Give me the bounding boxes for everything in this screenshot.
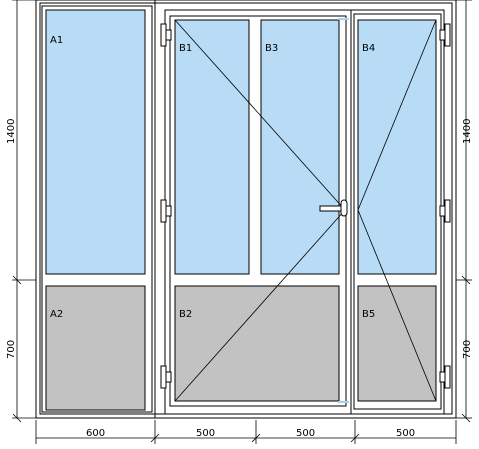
pane-a2 (45, 285, 146, 411)
pane-label-b4: B4 (362, 43, 375, 54)
dimension-label-width-4: 500 (396, 428, 415, 439)
hinge-icon (444, 23, 451, 47)
hinge-icon (444, 199, 451, 223)
pane-b4 (357, 19, 437, 275)
pane-b2 (174, 285, 340, 402)
hinge-icon (165, 29, 172, 41)
hinge-icon (439, 29, 446, 41)
door-handle-icon (319, 205, 345, 212)
pane-a1 (45, 9, 146, 275)
pane-b5 (357, 285, 437, 402)
dimension-slash (251, 433, 261, 443)
dimension-slash (150, 433, 160, 443)
hinge-icon (444, 365, 451, 389)
opening-line (357, 209, 437, 402)
pane-label-b5: B5 (362, 309, 375, 320)
door-handle-base-icon (340, 199, 348, 217)
pane-label-a1: A1 (50, 35, 63, 46)
pane-label-b1: B1 (179, 43, 192, 54)
pane-label-a2: A2 (50, 309, 63, 320)
hinge-icon (165, 205, 172, 217)
pane-label-b3: B3 (265, 43, 278, 54)
pane-b3 (260, 19, 340, 275)
dimension-slash (461, 413, 471, 423)
hinge-icon (160, 23, 167, 47)
pane-label-b2: B2 (179, 309, 192, 320)
hinge-icon (439, 205, 446, 217)
opening-line (357, 19, 437, 211)
dimension-slash (12, 275, 22, 285)
opening-line (174, 19, 346, 211)
hinge-icon (165, 371, 172, 383)
hinge-icon (160, 365, 167, 389)
hinge-icon (160, 199, 167, 223)
dimension-label-height-top-left: 1400 (6, 119, 17, 144)
dimension-slash (350, 433, 360, 443)
pane-b1 (174, 19, 250, 275)
dimension-slash (461, 275, 471, 285)
dimension-label-height-bottom-left: 700 (6, 340, 17, 359)
dimension-label-width-2: 500 (196, 428, 215, 439)
dimension-slash (12, 413, 22, 423)
dimension-label-height-top-right: 1400 (462, 119, 473, 144)
dimension-label-height-bottom-right: 700 (462, 340, 473, 359)
dimension-label-width-3: 500 (296, 428, 315, 439)
opening-line (174, 209, 346, 402)
hinge-icon (439, 371, 446, 383)
dimension-label-width-1: 600 (86, 428, 105, 439)
